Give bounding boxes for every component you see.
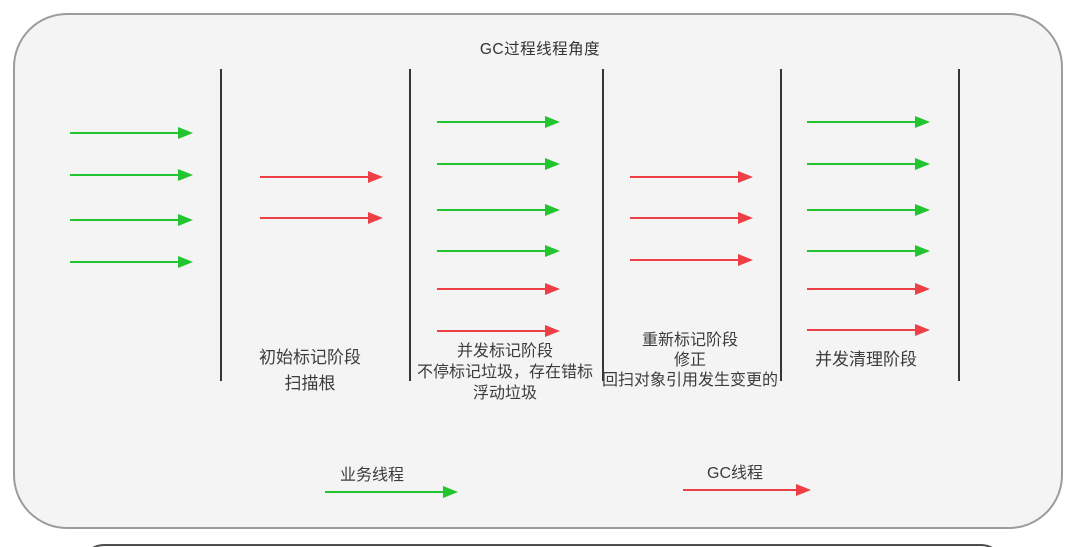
arrow-shaft: [807, 121, 916, 123]
arrow-head: [178, 169, 193, 181]
arrow-shaft: [683, 489, 797, 491]
arrow-shaft: [70, 132, 179, 134]
arrow-shaft: [807, 209, 916, 211]
initial-mark-gc-arrows-2: [260, 211, 383, 225]
phase-remark-label: 重新标记阶段修正回扫对象引用发生变更的: [602, 331, 778, 391]
phase-label-line: 并发清理阶段: [815, 350, 917, 369]
concurrent-sweep-business-arrows-4: [807, 244, 930, 258]
legend-gc-thread-label: GC线程: [706, 465, 764, 482]
arrow-head: [545, 245, 560, 257]
phase-label-line: 扫描根: [284, 374, 336, 393]
concurrent-sweep-business-arrows-1: [807, 115, 930, 129]
phase-concurrent-sweep-label: 并发清理阶段: [815, 350, 917, 370]
concurrent-mark-business-arrows-3: [437, 203, 560, 217]
concurrent-sweep-business-arrows-2: [807, 157, 930, 171]
legend-business-thread-label: 业务线程: [339, 467, 405, 484]
arrow-shaft: [70, 261, 179, 263]
diagram-title: GC过程线程角度: [479, 41, 601, 58]
remark-gc-arrows-2: [630, 211, 753, 225]
arrow-shaft: [437, 163, 546, 165]
arrow-head: [545, 158, 560, 170]
concurrent-mark-gc-arrows-1: [437, 282, 560, 296]
concurrent-mark-business-arrows-4: [437, 244, 560, 258]
arrow-shaft: [807, 163, 916, 165]
arrow-head: [915, 324, 930, 336]
phase-divider-5: [958, 69, 960, 381]
arrow-head: [796, 484, 811, 496]
concurrent-sweep-business-arrows-3: [807, 203, 930, 217]
phase-divider-1: [220, 69, 222, 381]
concurrent-mark-business-arrows-2: [437, 157, 560, 171]
concurrent-mark-gc-arrows-2: [437, 324, 560, 338]
arrow-head: [178, 256, 193, 268]
arrow-shaft: [437, 330, 546, 332]
arrow-shaft: [630, 217, 739, 219]
phase-divider-3: [602, 69, 604, 381]
phase-label-line: 浮动垃圾: [472, 385, 538, 402]
phase-initial-mark-label: 初始标记阶段扫描根: [259, 345, 361, 397]
running-business-threads-arrows-4: [70, 255, 193, 269]
arrow-head: [545, 283, 560, 295]
arrow-shaft: [70, 174, 179, 176]
arrow-shaft: [325, 491, 444, 493]
arrow-head: [545, 325, 560, 337]
running-business-threads-arrows-1: [70, 126, 193, 140]
remark-gc-arrows-3: [630, 253, 753, 267]
initial-mark-gc-arrows-1: [260, 170, 383, 184]
arrow-head: [368, 212, 383, 224]
arrow-shaft: [437, 250, 546, 252]
arrow-shaft: [437, 288, 546, 290]
arrow-shaft: [630, 176, 739, 178]
arrow-shaft: [260, 176, 369, 178]
arrow-head: [915, 116, 930, 128]
phase-concurrent-mark-label: 并发标记阶段不停标记垃圾，存在错标浮动垃圾: [417, 341, 593, 404]
phase-divider-2: [409, 69, 411, 381]
arrow-head: [443, 486, 458, 498]
concurrent-sweep-gc-arrows-2: [807, 323, 930, 337]
arrow-head: [738, 171, 753, 183]
arrow-head: [368, 171, 383, 183]
arrow-shaft: [70, 219, 179, 221]
remark-gc-arrows-1: [630, 170, 753, 184]
arrow-head: [545, 116, 560, 128]
phase-label-line: 不停标记垃圾，存在错标: [416, 364, 594, 381]
running-business-threads-arrows-3: [70, 213, 193, 227]
arrow-shaft: [437, 209, 546, 211]
arrow-shaft: [437, 121, 546, 123]
arrow-head: [738, 212, 753, 224]
phase-divider-4: [780, 69, 782, 381]
arrow-shaft: [807, 288, 916, 290]
arrow-head: [915, 204, 930, 216]
legend-gc-thread-arrow: [683, 483, 811, 497]
concurrent-mark-business-arrows-1: [437, 115, 560, 129]
phase-label-line: 并发标记阶段: [456, 343, 554, 360]
arrow-head: [915, 245, 930, 257]
running-business-threads-arrows-2: [70, 168, 193, 182]
arrow-head: [915, 283, 930, 295]
arrow-head: [178, 214, 193, 226]
arrow-head: [178, 127, 193, 139]
diagram-panel: [13, 13, 1063, 529]
arrow-shaft: [630, 259, 739, 261]
arrow-head: [545, 204, 560, 216]
arrow-shaft: [260, 217, 369, 219]
phase-label-line: 修正: [673, 352, 707, 369]
arrow-shaft: [807, 250, 916, 252]
phase-label-line: 回扫对象引用发生变更的: [601, 372, 779, 389]
phase-label-line: 初始标记阶段: [259, 348, 361, 367]
phase-label-line: 重新标记阶段: [641, 332, 739, 349]
concurrent-sweep-gc-arrows-1: [807, 282, 930, 296]
arrow-head: [915, 158, 930, 170]
arrow-shaft: [807, 329, 916, 331]
legend-business-thread-arrow: [325, 485, 458, 499]
arrow-head: [738, 254, 753, 266]
